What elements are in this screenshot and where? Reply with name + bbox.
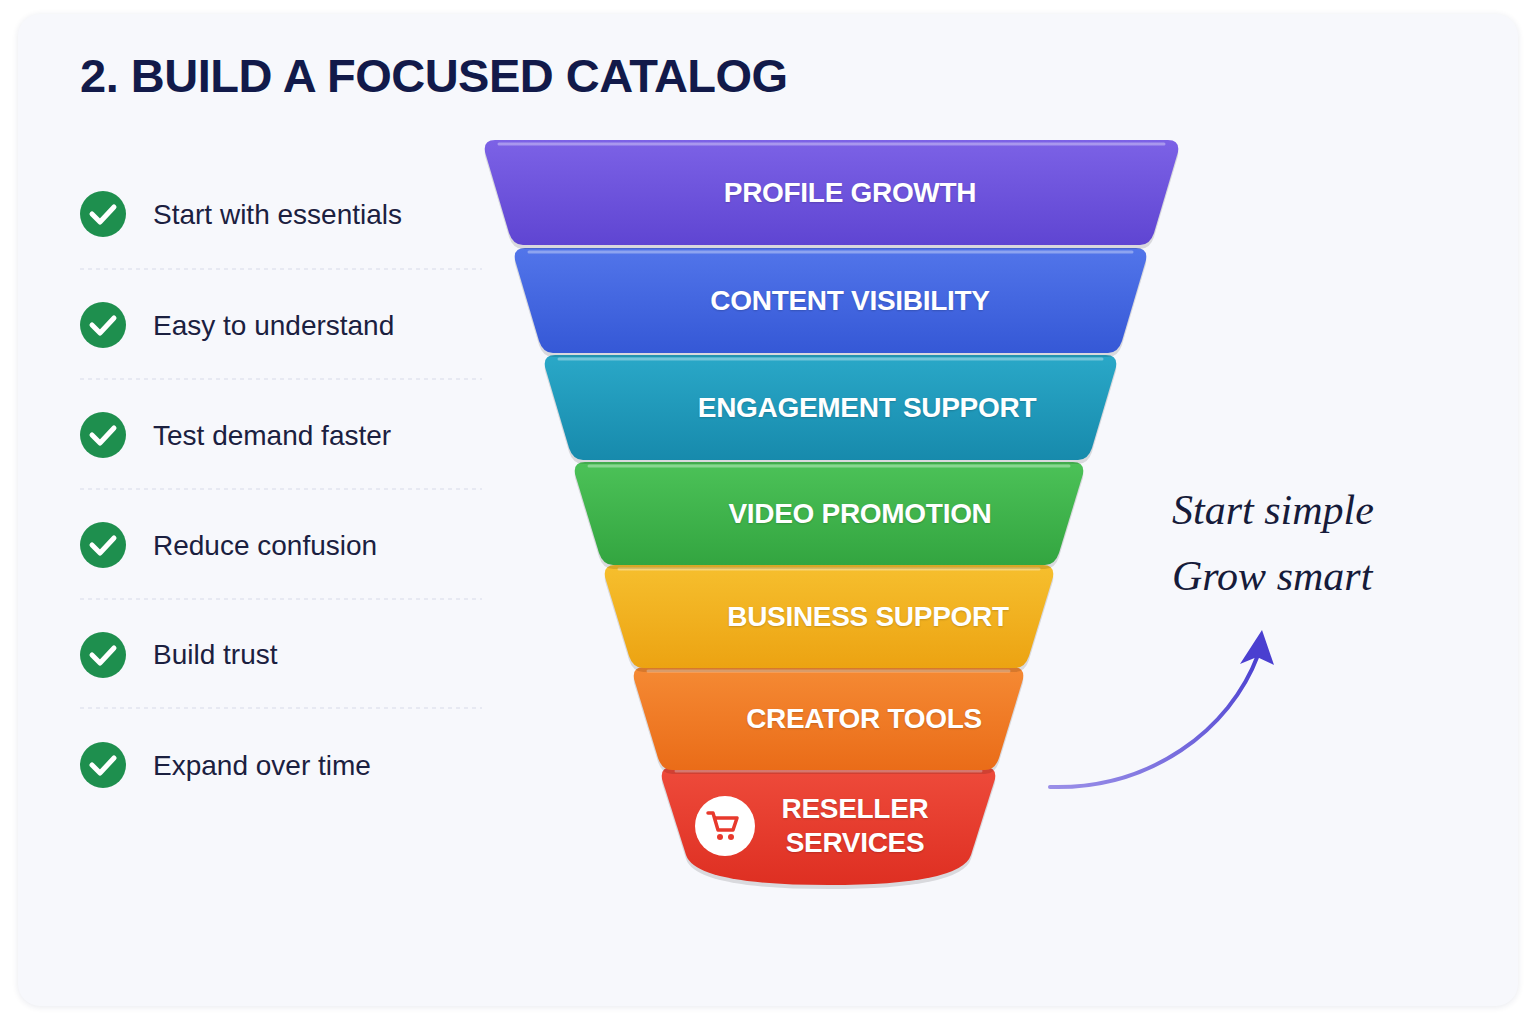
band-label: ENGAGEMENT SUPPORT: [657, 355, 1077, 460]
diagram-title: 2. BUILD A FOCUSED CATALOG: [80, 48, 788, 103]
band-label: VIDEO PROMOTION: [660, 462, 1060, 565]
funnel-band: CONTENT VISIBILITY: [513, 248, 1148, 353]
growth-arrow: [1050, 630, 1274, 787]
band-label: CREATOR TOOLS: [734, 667, 994, 770]
funnel-band: BUSINESS SUPPORT: [603, 565, 1055, 668]
funnel-band: CREATOR TOOLS: [632, 667, 1025, 770]
funnel-band: PROFILE GROWTH: [483, 140, 1180, 245]
band-label: CONTENT VISIBILITY: [630, 248, 1070, 353]
checklist-item: Reduce confusion: [153, 529, 377, 563]
checklist-item: Start with essentials: [153, 198, 402, 232]
checklist-item: Build trust: [153, 638, 278, 672]
funnel-band: RESELLER SERVICES: [660, 767, 997, 885]
handwritten-note: Start simple: [1172, 485, 1374, 535]
band-label: BUSINESS SUPPORT: [718, 565, 1018, 668]
checklist-item: Expand over time: [153, 749, 371, 783]
checklist-item: Easy to understand: [153, 309, 394, 343]
band-shape: [660, 767, 997, 885]
handwritten-note: Grow smart: [1172, 551, 1372, 601]
band-label: PROFILE GROWTH: [630, 140, 1070, 245]
funnel-band: VIDEO PROMOTION: [573, 462, 1085, 565]
funnel-band: ENGAGEMENT SUPPORT: [543, 355, 1118, 460]
check-icons: [80, 191, 126, 788]
band-label: RESELLER SERVICES: [765, 767, 945, 885]
checklist-item: Test demand faster: [153, 419, 391, 453]
